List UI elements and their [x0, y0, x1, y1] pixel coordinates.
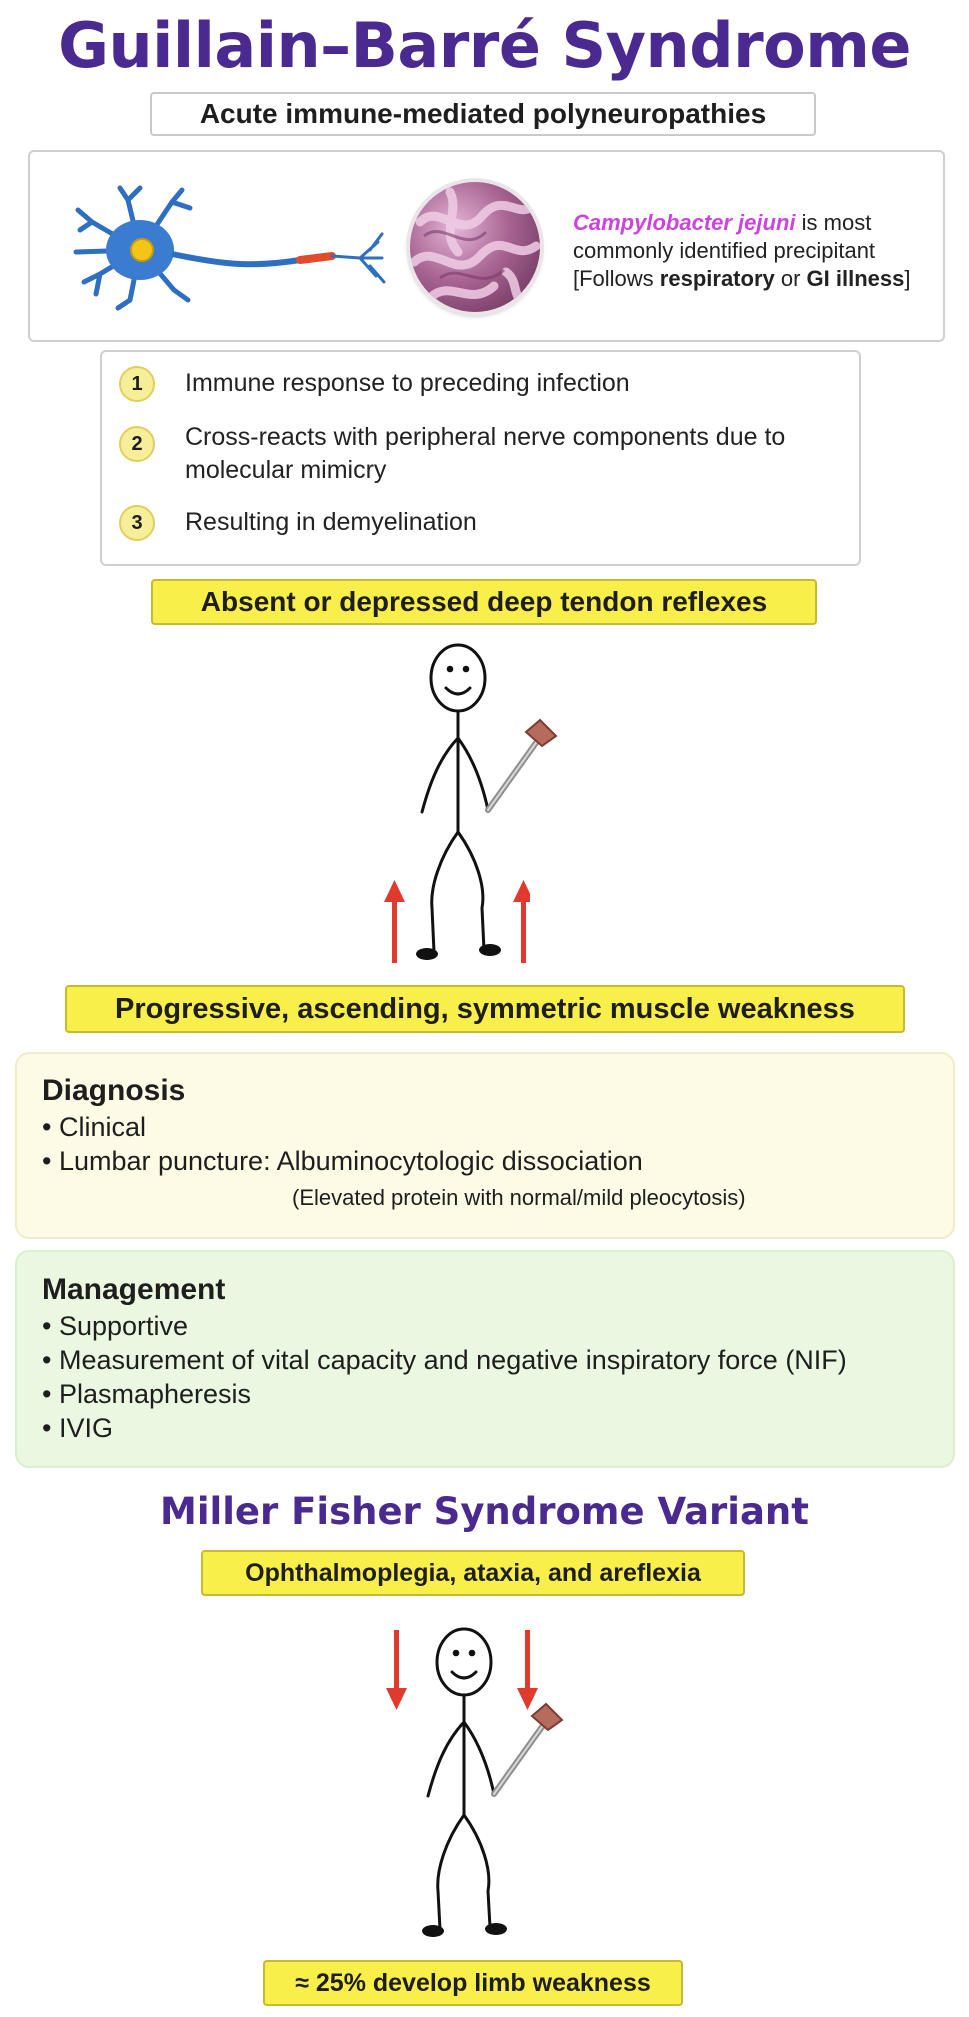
reflex-label: Absent or depressed deep tendon reflexes [151, 579, 817, 625]
stick-figure-descending [422, 1627, 564, 1937]
management-panel: Management • Supportive • Measurement of… [15, 1250, 955, 1468]
page-subtitle: Acute immune-mediated polyneuropathies [150, 92, 816, 136]
management-item: • Measurement of vital capacity and nega… [42, 1345, 847, 1375]
limb-weakness-label: ≈ 25% develop limb weakness [263, 1960, 683, 2006]
diagnosis-item: • Clinical [42, 1112, 146, 1142]
step-text: Cross-reacts with peripheral nerve compo… [185, 423, 786, 484]
step-text: Immune response to preceding infection [185, 369, 630, 397]
diagnosis-note: (Elevated protein with normal/mild pleoc… [292, 1185, 746, 1210]
step-number: 2 [119, 426, 155, 462]
stick-figure-ascending [416, 643, 558, 960]
neuron-icon [73, 185, 386, 311]
precipitant-text: Campylobacter jejuni is most commonly id… [573, 210, 911, 291]
page-title: Guillain–Barré Syndrome [58, 9, 911, 82]
variant-label: Ophthalmoplegia, ataxia, and areflexia [201, 1550, 745, 1596]
diagnosis-item: • Lumbar puncture: Albuminocytologic dis… [42, 1146, 643, 1176]
reflex-hammer-icon [491, 1702, 564, 1797]
organism-name: Campylobacter jejuni [573, 210, 796, 235]
weakness-label: Progressive, ascending, symmetric muscle… [65, 985, 905, 1033]
pathogenesis-box: 1 Immune response to preceding infection… [100, 350, 861, 566]
management-item: • Plasmapheresis [42, 1379, 252, 1409]
ascending-arrows-icon [384, 880, 530, 963]
descending-arrows-icon [386, 1630, 538, 1710]
etiology-box: Campylobacter jejuni is most commonly id… [28, 150, 945, 342]
bacteria-image [410, 182, 540, 312]
reflex-hammer-icon [485, 718, 558, 813]
management-item: • Supportive [42, 1311, 189, 1341]
variant-title: Miller Fisher Syndrome Variant [160, 1490, 809, 1533]
diagnosis-heading: Diagnosis [42, 1074, 186, 1107]
step-number: 1 [119, 366, 155, 402]
diagnosis-panel: Diagnosis • Clinical • Lumbar puncture: … [15, 1052, 955, 1239]
management-heading: Management [42, 1273, 226, 1306]
step-text: Resulting in demyelination [185, 508, 477, 536]
management-item: • IVIG [42, 1413, 113, 1443]
step-number: 3 [119, 505, 155, 541]
